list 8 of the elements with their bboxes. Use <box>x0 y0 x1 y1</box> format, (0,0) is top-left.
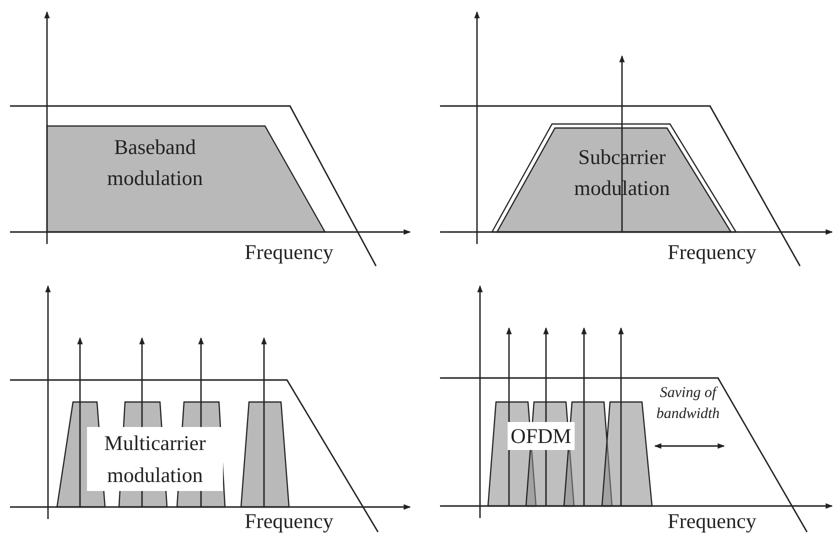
axis-label: Frequency <box>668 509 756 533</box>
band-label: OFDM <box>508 422 574 450</box>
band-label: Multicarrier modulation <box>87 427 223 491</box>
band-label: Baseband modulation <box>106 134 204 192</box>
annotation-text: Saving of bandwidth <box>655 384 721 424</box>
axis-label: Frequency <box>244 239 334 265</box>
axis-label: Frequency <box>244 509 334 533</box>
axis-label: Frequency <box>668 239 756 265</box>
